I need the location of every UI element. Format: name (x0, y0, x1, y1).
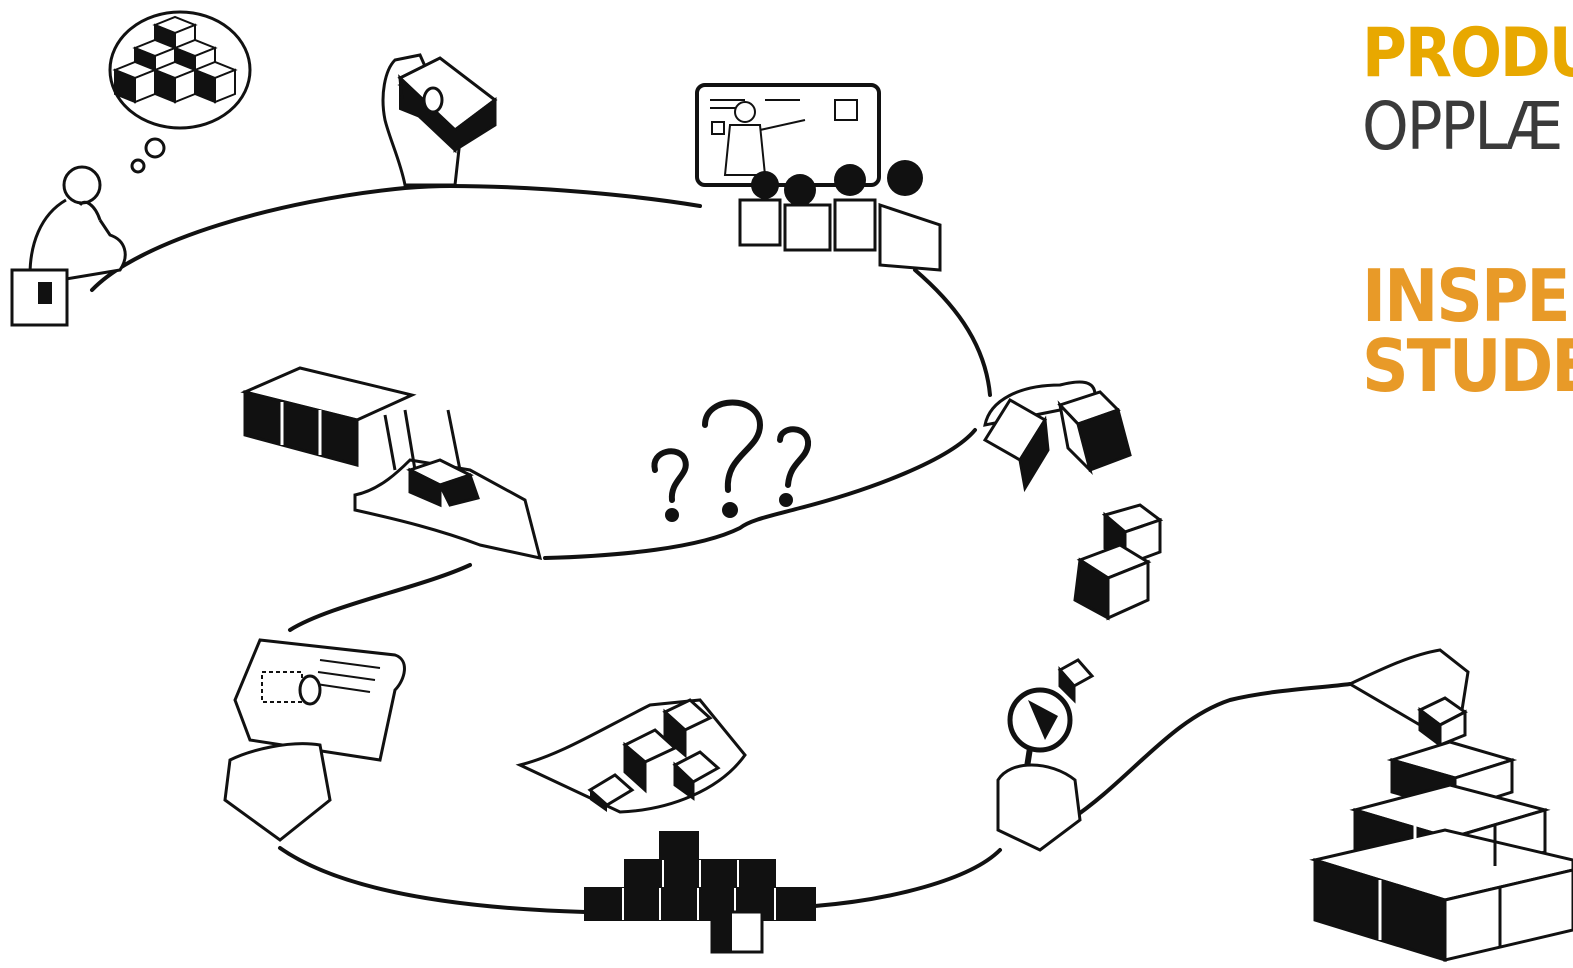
title-line-2: OPPLÆ (1362, 88, 1563, 165)
hands-exchanging-cubes-icon (982, 380, 1132, 493)
title-block: PRODU OPPLÆ INSPE STUDE (1362, 20, 1573, 440)
title-line-4: STUDE (1362, 324, 1573, 408)
open-hand-cubes-icon (240, 366, 543, 560)
falling-cubes-icon (1073, 503, 1164, 621)
thinker-icon (10, 10, 252, 327)
title-line-1: PRODU (1362, 20, 1573, 93)
handful-of-cubes-icon (515, 698, 747, 814)
flow-path (90, 184, 1352, 914)
magnifying-glass-icon (996, 658, 1095, 852)
document-scroll-icon (223, 638, 406, 842)
title-line-3: INSPE (1362, 254, 1571, 338)
question-marks-icon (651, 399, 811, 522)
cube-pyramid-icon (1309, 648, 1573, 963)
presentation-audience-icon (695, 83, 942, 272)
hand-holding-cube-icon (381, 53, 498, 187)
stepped-cube-pile-icon (584, 831, 816, 954)
